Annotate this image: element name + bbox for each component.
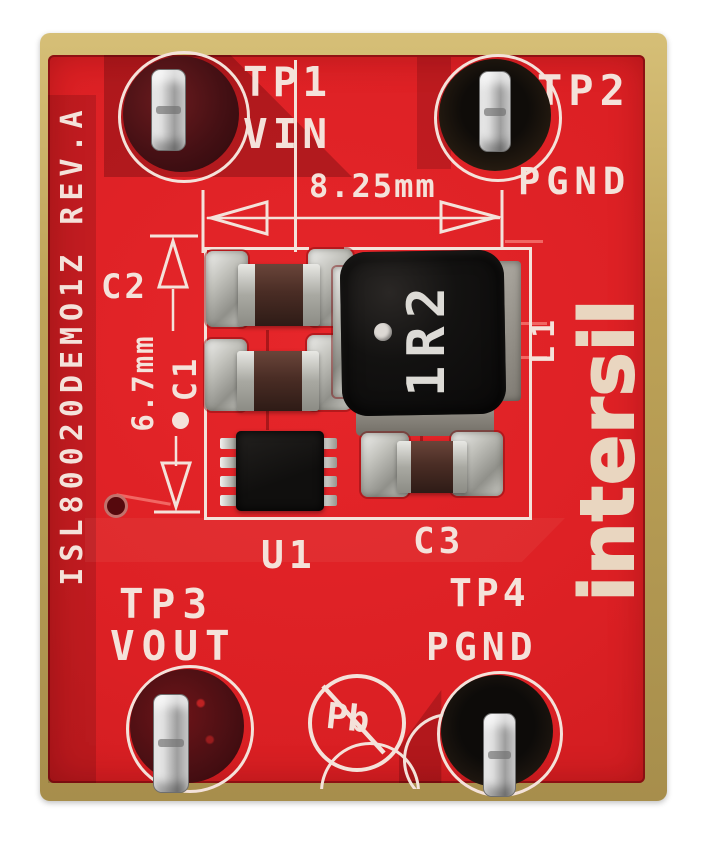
c2-label: C2 (101, 267, 148, 307)
tp3-ring (126, 665, 254, 793)
pgnd-top-label: PGND (518, 160, 632, 203)
c3-label: C3 (413, 521, 465, 562)
silkscreen-box-top (205, 247, 309, 250)
red-soldermask (48, 55, 645, 783)
tp-loop-notch (483, 107, 507, 116)
dark-region-left-strip (48, 95, 96, 783)
c3-ceramic-body (411, 441, 453, 493)
tp1-label: TP1 (243, 58, 333, 106)
c2-terminal (238, 264, 255, 326)
u1-lead (220, 476, 237, 487)
vin-label: VIN (243, 110, 333, 158)
c3-terminal (453, 441, 467, 493)
tp1-ring (118, 51, 250, 183)
pb-free-label: Pb (324, 695, 372, 742)
c1-marker-dot (172, 412, 189, 429)
trace-highlight (505, 240, 543, 243)
silkscreen-box-top (344, 247, 532, 250)
l1-label: L1 (527, 311, 562, 365)
dim-width-label: 8.25mm (309, 167, 437, 205)
ic-u1 (236, 431, 324, 511)
u1-lead (320, 495, 337, 506)
pgnd-bottom-label: PGND (426, 625, 538, 669)
u1-lead (220, 438, 237, 449)
u1-lead (320, 438, 337, 449)
via-hole (104, 494, 128, 518)
c3-terminal (397, 441, 411, 493)
c2-terminal (303, 264, 320, 326)
dim-height-label: 6.7mm (125, 334, 160, 432)
tp4-loop (483, 713, 516, 797)
tp3-label: TP3 (119, 580, 215, 628)
tp2-ring (434, 54, 562, 182)
c2-ceramic-body (255, 264, 303, 326)
u1-lead (220, 457, 237, 468)
pb-free-circle (308, 674, 406, 772)
capacitor-c1 (237, 351, 319, 411)
bright-band-u1 (85, 518, 565, 562)
tp-loop-notch (155, 106, 182, 114)
u1-lead (320, 457, 337, 468)
silkscreen-box-right (529, 247, 532, 520)
board-id-text: ISL80020DEMO1Z REV.A (55, 104, 90, 586)
trace-highlight (521, 356, 547, 359)
trace-highlight (521, 322, 547, 325)
u1-lead (220, 495, 237, 506)
intersil-logo: intersil (564, 298, 652, 603)
tp1-loop (151, 69, 186, 151)
tp-loop-notch (158, 738, 184, 747)
tp3-loop (153, 694, 189, 793)
capacitor-c3 (397, 441, 467, 493)
u1-label: U1 (261, 533, 317, 577)
tp2-loop (479, 71, 511, 152)
tp2-label: TP2 (537, 66, 631, 115)
c1-ceramic-body (254, 351, 302, 411)
silkscreen-box-bottom (204, 517, 532, 520)
c1-terminal (237, 351, 254, 411)
vin-silkscreen-line (294, 60, 297, 252)
u1-lead (320, 476, 337, 487)
vout-label: VOUT (110, 622, 237, 670)
l1-polarity-dot (374, 323, 392, 341)
capacitor-c2 (238, 264, 320, 326)
l1-marking: 1R2 (397, 279, 457, 397)
c1-terminal (302, 351, 319, 411)
c1-label: C1 (166, 354, 204, 402)
tp-loop-notch (487, 750, 512, 759)
tp4-label: TP4 (449, 571, 530, 615)
